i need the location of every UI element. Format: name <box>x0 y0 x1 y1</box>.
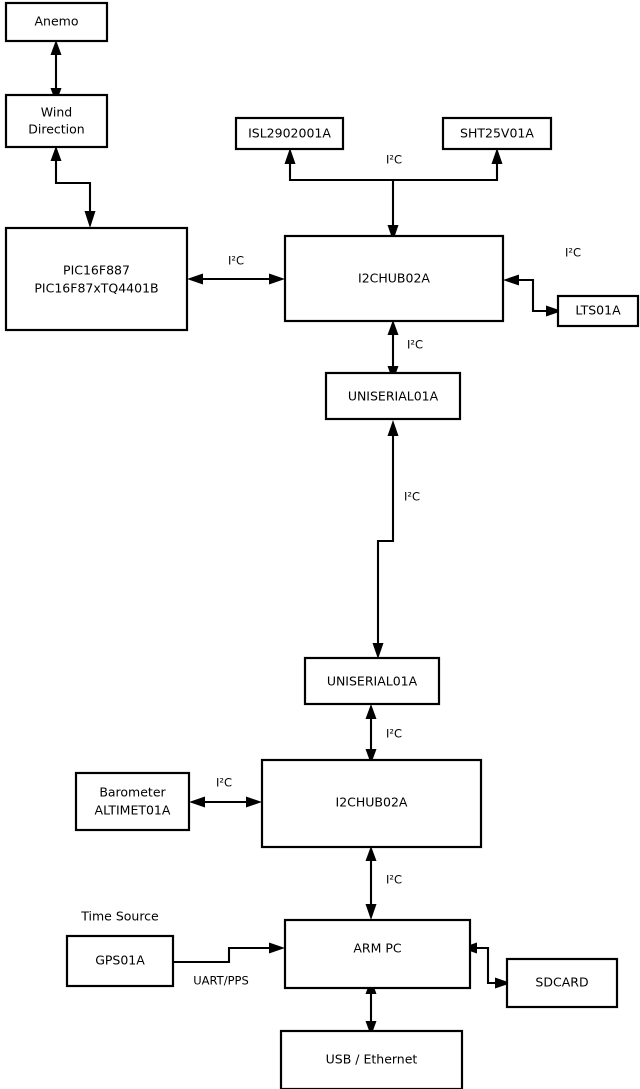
node-usb-ethernet[interactable]: USB / Ethernet <box>279 1029 464 1089</box>
node-uniserial01a-top[interactable]: UNISERIAL01A <box>324 371 462 421</box>
arrow-head-down <box>365 904 377 920</box>
arrow-head-up <box>387 420 399 436</box>
edge-label-uniserial-link: I²C <box>404 490 420 504</box>
node-gps-label: GPS01A <box>95 953 145 968</box>
node-anemo[interactable]: Anemo <box>4 1 109 43</box>
arrow-head-up-sht <box>491 148 503 164</box>
edge-label-gps-armpc: UART/PPS <box>193 974 249 988</box>
node-uniserial-bottom-label: UNISERIAL01A <box>327 674 418 689</box>
edge-pic-hubtop: I²C <box>187 254 285 285</box>
arrow-head-left <box>503 274 519 286</box>
arrow-head-down <box>365 749 377 764</box>
edge-label-hub-sensors: I²C <box>386 153 402 167</box>
node-arm-pc[interactable]: ARM PC <box>283 918 472 990</box>
edge-winddirection-pic <box>50 146 96 228</box>
edge-gps-armpc: UART/PPS <box>173 942 285 988</box>
node-i2chub02a-top[interactable]: I2CHUB02A <box>283 234 505 323</box>
arrow-head-up <box>365 704 377 719</box>
edge-barometer-hubbottom: I²C <box>189 776 262 808</box>
arrow-head-up <box>50 40 62 55</box>
arrow-head-left <box>189 796 205 808</box>
node-gps01a[interactable]: GPS01A <box>65 934 175 988</box>
node-barometer-label-line1: Barometer <box>99 785 166 800</box>
node-sdcard-label: SDCARD <box>535 975 588 990</box>
node-barometer[interactable]: Barometer ALTIMET01A <box>74 771 191 832</box>
edge-label-pic-hub: I²C <box>228 254 244 268</box>
node-isl2902001a[interactable]: ISL2902001A <box>234 116 345 151</box>
arrow-head-down-hub <box>387 225 399 241</box>
node-pic-label-line2: PIC16F87xTQ4401B <box>34 281 158 296</box>
arrow-head-right <box>246 796 262 808</box>
edge-hubtop-lts: I²C <box>503 246 581 317</box>
node-sht25v01a[interactable]: SHT25V01A <box>441 116 553 151</box>
node-sdcard[interactable]: SDCARD <box>505 957 619 1009</box>
arrow-head-down <box>84 211 96 228</box>
edge-anemo-winddirection <box>50 40 62 103</box>
edge-label-barometer-hub: I²C <box>216 776 232 790</box>
node-pic-label-line1: PIC16F887 <box>63 263 130 278</box>
node-pic-mcu[interactable]: PIC16F887 PIC16F87xTQ4401B <box>4 226 189 332</box>
edge-hubtop-sensors: I²C <box>284 148 503 241</box>
arrow-head-up <box>50 146 62 161</box>
arrow-head-right <box>495 977 511 989</box>
node-barometer-label-line2: ALTIMET01A <box>95 803 171 818</box>
edge-hubbottom-armpc: I²C <box>365 846 402 920</box>
arrow-head-up <box>365 846 377 861</box>
edge-label-uniserial-hub: I²C <box>386 727 402 741</box>
arrow-head-left <box>187 273 203 285</box>
node-hub-bottom-label: I2CHUB02A <box>336 795 408 810</box>
edge-uniserial-link: I²C <box>372 420 420 659</box>
node-wind-direction-label-line1: Wind <box>41 105 72 120</box>
arrow-head-down <box>365 1021 377 1036</box>
node-lts-label: LTS01A <box>575 303 621 318</box>
node-wind-direction[interactable]: Wind Direction <box>4 93 109 149</box>
edge-uniserialbottom-hubbottom: I²C <box>365 704 402 764</box>
arrow-head-up <box>387 320 399 335</box>
arrow-head-right <box>269 942 285 954</box>
node-anemo-label: Anemo <box>35 14 79 29</box>
node-usb-ethernet-label: USB / Ethernet <box>326 1052 418 1067</box>
edge-label-hub-lts: I²C <box>565 246 581 260</box>
node-hub-top-label: I2CHUB02A <box>358 271 430 286</box>
edge-hubtop-uniserialtop: I²C <box>387 320 423 381</box>
node-wind-direction-label-line2: Direction <box>28 122 84 137</box>
arrow-head-right <box>269 273 285 285</box>
node-sht-label: SHT25V01A <box>460 126 534 141</box>
node-uniserial01a-bottom[interactable]: UNISERIAL01A <box>303 656 441 706</box>
edge-label-hub-armpc: I²C <box>386 873 402 887</box>
arrow-head-down <box>372 643 384 659</box>
edge-label-hub-uniserial: I²C <box>407 338 423 352</box>
arrow-head-up-isl <box>284 148 296 164</box>
node-i2chub02a-bottom[interactable]: I2CHUB02A <box>260 758 483 849</box>
label-time-source: Time Source <box>80 909 159 924</box>
arrow-head-right <box>546 305 562 317</box>
node-uniserial-top-label: UNISERIAL01A <box>348 389 439 404</box>
node-arm-pc-label: ARM PC <box>353 941 402 956</box>
node-lts01a[interactable]: LTS01A <box>556 294 640 328</box>
node-isl-label: ISL2902001A <box>248 126 331 141</box>
